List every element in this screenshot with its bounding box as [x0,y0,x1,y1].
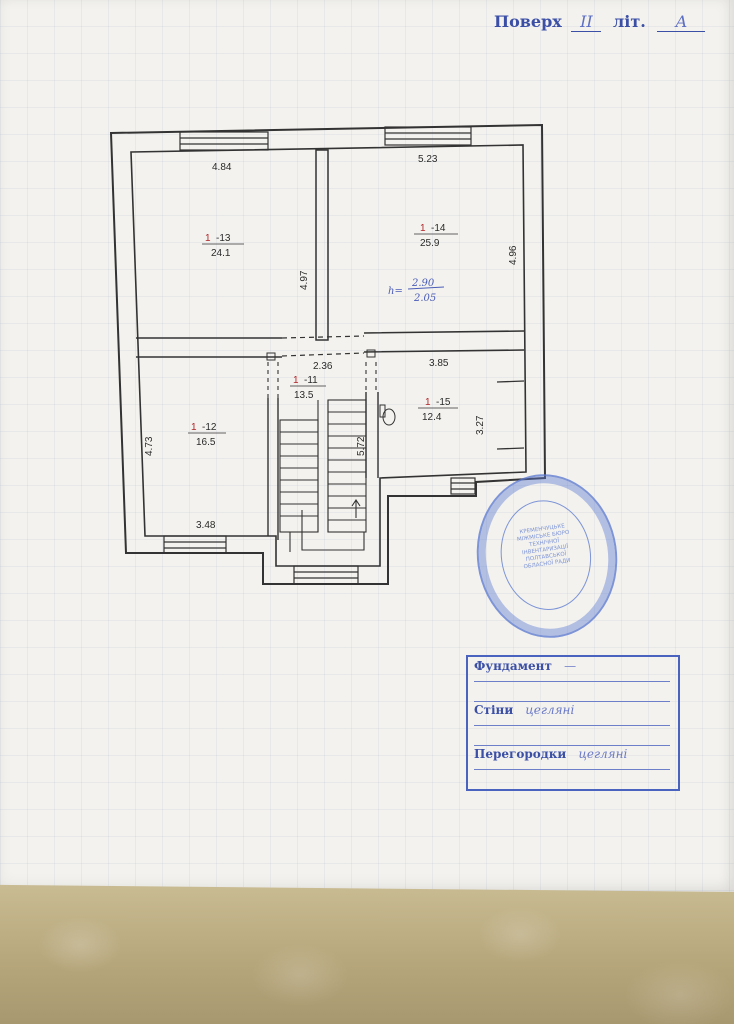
partitions-label: Перегородки [474,747,567,761]
floor-plan: 4.84 5.23 4.97 4.96 2.36 3.85 4.73 3.27 … [109,123,547,585]
lit-value: А [657,12,706,32]
room-12: 1 -12 16.5 [188,422,226,448]
floor-value: II [571,12,602,32]
room-15-prefix: 1 [425,397,431,408]
dim-room12-depth: 4.73 [144,436,155,456]
height-note-top: 2.90 [411,278,435,289]
room-13: 1 -13 24.1 [202,233,244,259]
dim-room14-depth: 4.96 [508,245,519,265]
dim-room15-width: 3.85 [429,358,449,369]
room-14-code: -14 [431,223,446,234]
height-note-prefix: h= [388,286,403,297]
room-15: 1 -15 12.4 [418,397,458,423]
partitions-value: цегляні [578,747,628,761]
stair-steps-left [280,431,318,517]
quilt-background [0,885,734,1024]
room-13-code: -13 [216,233,231,244]
lit-label: літ. [612,12,646,31]
room-12-area: 16.5 [196,437,216,448]
dim-hall-width: 2.36 [313,361,333,372]
foundation-row: Фундамент — [474,659,670,682]
floor-header: Поверх II літ. А [494,12,706,32]
room-13-prefix: 1 [205,233,211,244]
construction-spec-box: Фундамент — Стіни цегляні Перегородки це… [466,655,680,791]
room-12-code: -12 [202,422,217,433]
room-11: 1 -11 13.5 [290,375,326,401]
toilet-icon [379,404,396,426]
room-15-code: -15 [436,397,451,408]
stair-arrow-icon [351,499,361,518]
walls-row: Стіни цегляні [474,703,670,726]
room-11-area: 13.5 [294,390,314,401]
document-sheet [0,0,734,892]
room-13-area: 24.1 [211,248,231,259]
room-14: 1 -14 25.9 [414,223,458,249]
dim-room14-width: 5.23 [418,154,438,165]
room-12-prefix: 1 [191,422,197,433]
room-15-area: 12.4 [422,412,442,423]
room-11-prefix: 1 [293,375,299,386]
height-note-bottom: 2.05 [413,293,436,304]
height-note: h= 2.90 2.05 [388,278,445,304]
room-11-code: -11 [304,375,318,386]
foundation-value: — [564,659,577,673]
foundation-label: Фундамент [474,659,552,673]
room-14-area: 25.9 [420,238,440,249]
dim-room13-depth: 4.97 [299,270,310,290]
stair-steps-right [328,411,366,521]
floor-label: Поверх [494,12,562,31]
dim-room15-depth: 3.27 [475,415,486,435]
walls-label: Стіни [474,703,514,717]
dim-stair-length: 5.72 [356,436,367,456]
room-14-prefix: 1 [420,223,426,234]
dim-room12-width: 3.48 [196,520,216,531]
dim-room13-width: 4.84 [212,162,232,173]
walls-value: цегляні [525,703,575,717]
partitions-row: Перегородки цегляні [474,747,670,770]
